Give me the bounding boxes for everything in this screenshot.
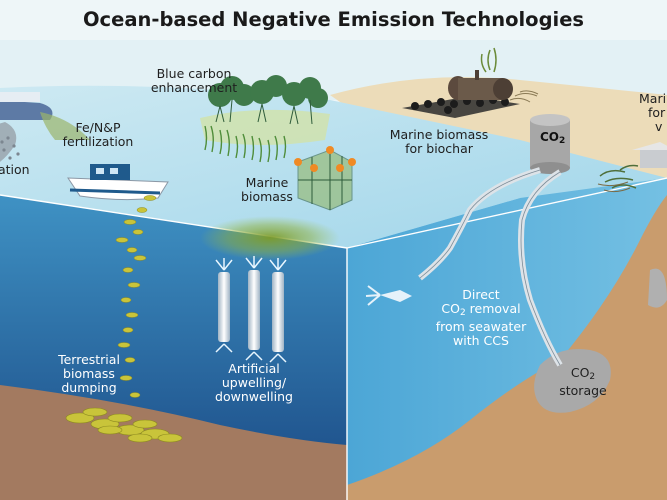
label-alkalinization: ation	[0, 163, 30, 177]
co2-pipe-2-outline	[520, 171, 561, 366]
label-fertilization: Fe/N&P fertilization	[58, 121, 138, 149]
blue-carbon-line-1: Blue carbon	[156, 66, 232, 81]
fertilization-line-2: fertilization	[62, 134, 134, 149]
co2-storage-line-2: storage	[559, 383, 607, 398]
right-partial-line-1: Mari	[639, 91, 667, 106]
upwelling-tubes	[215, 256, 287, 363]
right-partial-line-2: for	[648, 105, 666, 120]
marine-biomass-cage	[294, 146, 356, 211]
algae-bloom	[200, 216, 340, 260]
label-artificial-upwelling: Artificial upwelling/ downwelling	[204, 362, 304, 404]
direct-removal-line-4: with CCS	[453, 333, 509, 348]
co2-pipe-1-outline	[419, 169, 541, 279]
box-edge-right	[346, 177, 667, 249]
label-marine-biomass: Marine biomass	[232, 176, 302, 204]
alkalinization-text: ation	[0, 162, 30, 177]
label-terrestrial-biomass: Terrestrial biomass dumping	[44, 353, 134, 395]
direct-removal-device	[365, 285, 412, 306]
mineral-dots	[0, 136, 20, 160]
mangrove-trees	[208, 75, 328, 125]
fertilizer-plume	[40, 112, 90, 140]
label-direct-removal: Direct CO2 removal from seawater with CC…	[426, 288, 536, 348]
upwelling-line-3: downwelling	[215, 389, 293, 404]
blue-carbon-line-2: enhancement	[150, 80, 238, 95]
right-partial-line-3: v	[655, 119, 663, 134]
terrestrial-line-3: dumping	[61, 380, 117, 395]
right-facility	[597, 142, 667, 193]
co2-tank-label: CO2	[540, 130, 566, 146]
alkalinization-ship	[0, 100, 53, 120]
label-right-partial: Mari for v	[639, 92, 666, 134]
direct-removal-line-3: from seawater	[435, 319, 527, 334]
biochar-line-1: Marine biomass	[389, 127, 489, 142]
biomass-pile	[65, 407, 183, 443]
terrestrial-line-2: biomass	[63, 366, 115, 381]
direct-removal-line-1: Direct	[462, 287, 500, 302]
direct-removal-line-2: CO2 removal	[441, 301, 521, 319]
mineral-powder-plume	[0, 122, 17, 162]
co2-storage-line-1: CO2	[570, 365, 596, 383]
label-blue-carbon: Blue carbon enhancement	[148, 67, 240, 95]
co2-storage-reservoir	[534, 349, 611, 413]
mangrove-island	[200, 109, 330, 145]
fertilization-line-1: Fe/N&P	[75, 120, 121, 135]
marine-biomass-line-2: biomass	[241, 189, 293, 204]
biochar-line-2: for biochar	[405, 141, 473, 156]
upwelling-line-2: upwelling/	[221, 375, 287, 390]
upwelling-line-1: Artificial	[228, 361, 280, 376]
biochar-facility	[402, 47, 539, 118]
terrestrial-biomass-particles	[115, 195, 157, 398]
seafloor-right	[347, 195, 667, 500]
terrestrial-line-1: Terrestrial	[58, 352, 120, 367]
diagram-title: Ocean-based Negative Emission Technologi…	[82, 8, 585, 31]
label-biochar: Marine biomass for biochar	[384, 128, 494, 156]
seagrass	[204, 125, 287, 163]
right-rock	[648, 268, 667, 308]
label-co2-storage: CO2 storage	[548, 366, 618, 398]
fertilization-boat	[67, 177, 169, 201]
marine-biomass-line-1: Marine	[245, 175, 289, 190]
